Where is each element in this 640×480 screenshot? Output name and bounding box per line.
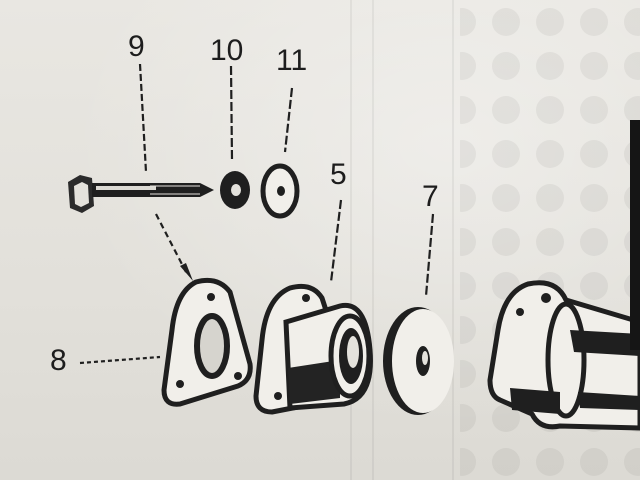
callout-9: 9 [128, 30, 145, 63]
assembled-housing-partial [487, 120, 640, 431]
page-crease [350, 0, 352, 480]
part-10-lock-washer [220, 171, 250, 209]
leader-arrowhead [180, 263, 193, 281]
part-11-flat-washer [260, 163, 300, 219]
part-5-housing [253, 283, 373, 415]
callout-11: 11 [276, 44, 307, 77]
callout-8: 8 [50, 344, 67, 377]
callout-7: 7 [422, 180, 439, 213]
part-9-bolt [68, 175, 214, 213]
adjacent-page-edge [630, 120, 640, 350]
page-crease [452, 0, 454, 480]
callout-5: 5 [330, 158, 347, 191]
part-7-disc-cover [383, 307, 454, 415]
callout-10: 10 [210, 34, 243, 67]
page-crease [372, 0, 374, 480]
part-8-gasket [161, 277, 253, 407]
leader-lines [79, 63, 435, 365]
